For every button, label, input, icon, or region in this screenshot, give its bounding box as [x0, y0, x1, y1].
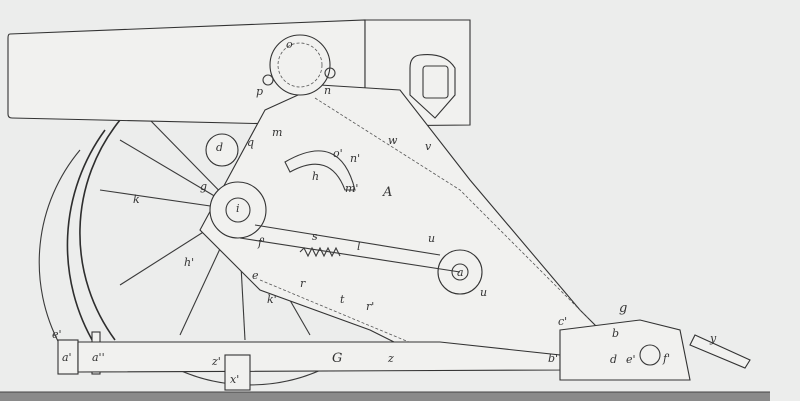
label-z-prime: z' [211, 355, 221, 368]
carriage-trail [199, 34, 601, 366]
label-e-prime: e' [626, 353, 636, 366]
label-d-lower: d [610, 353, 617, 366]
label-u-lower: u [480, 286, 487, 299]
label-a: a [457, 266, 464, 279]
label-A: A [382, 185, 392, 200]
label-n-prime: n' [350, 152, 360, 165]
label-g-lower: g [619, 301, 627, 316]
label-b: b [612, 327, 619, 340]
label-y: y [709, 332, 717, 345]
label-k: k [133, 193, 140, 206]
label-z: z [387, 352, 394, 365]
label-l: l [357, 240, 361, 253]
part-labels: o p n m q d g k i h m' o' n' A w v f' s … [52, 38, 717, 386]
label-m-prime: m' [345, 182, 358, 195]
label-b-prime: b' [548, 352, 558, 365]
label-h-prime: h' [184, 256, 194, 269]
label-n: n [324, 84, 331, 97]
label-u: u [428, 232, 435, 245]
label-p: p [256, 85, 263, 98]
label-i: i [236, 202, 240, 215]
label-w: w [388, 134, 398, 147]
label-o-prime: o' [333, 147, 343, 160]
label-r: r [300, 277, 306, 290]
label-a-double-prime: a'' [92, 351, 105, 364]
label-G: G [332, 351, 342, 366]
label-s: s [312, 230, 318, 243]
label-r-prime: r' [366, 300, 374, 313]
label-o: o [286, 38, 293, 51]
label-k-prime: k' [267, 293, 277, 306]
label-e-prime-left: e' [52, 328, 62, 341]
ground-hatching [0, 391, 770, 401]
label-e: e [252, 269, 259, 282]
label-m: m [272, 126, 282, 139]
label-f-prime: f' [257, 236, 265, 249]
label-q: q [247, 136, 254, 149]
cradle-bar [57, 319, 751, 391]
label-x-prime: x' [230, 373, 239, 386]
label-f-double-prime: f' [662, 352, 670, 365]
label-h: h [312, 170, 319, 183]
label-d: d [216, 141, 223, 154]
label-t: t [340, 293, 345, 306]
label-c-prime: c' [558, 315, 567, 328]
label-a-prime: a' [62, 351, 72, 364]
label-g: g [200, 180, 207, 193]
label-v: v [425, 140, 432, 153]
